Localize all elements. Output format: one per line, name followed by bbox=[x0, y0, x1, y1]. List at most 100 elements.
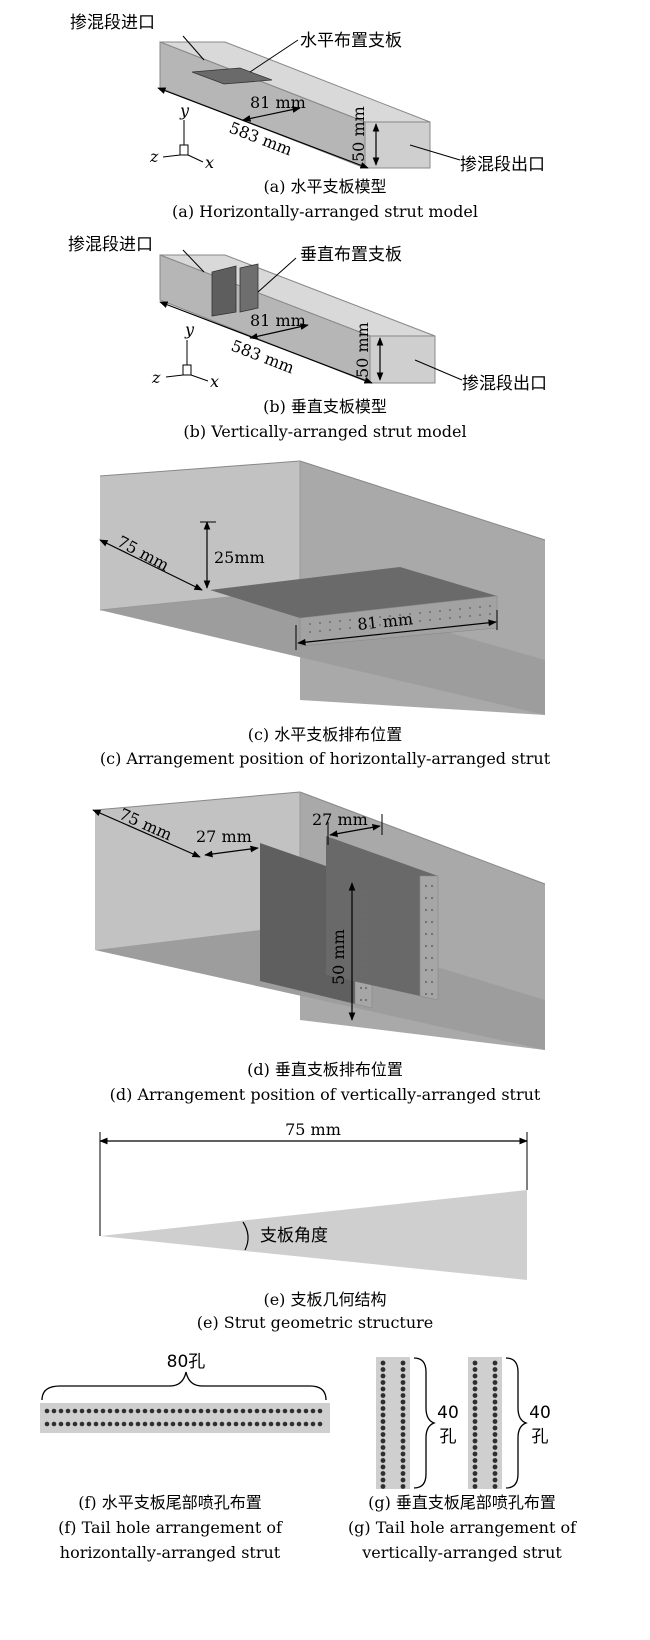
axis-x-a: x bbox=[205, 153, 214, 172]
axis-z-b: z bbox=[151, 368, 161, 387]
tail-hole-g bbox=[492, 1477, 498, 1483]
tail-hole-g bbox=[380, 1373, 386, 1379]
tail-hole-g bbox=[400, 1438, 406, 1444]
tail-hole-f bbox=[212, 1421, 218, 1427]
tail-hole-g bbox=[472, 1380, 478, 1385]
tail-hole-g bbox=[400, 1445, 406, 1450]
vertical-strut-d2-tail bbox=[419, 875, 439, 1001]
axis-triad-a bbox=[162, 120, 204, 163]
tail-hole-f bbox=[289, 1421, 295, 1427]
tail-hole-g bbox=[400, 1484, 406, 1489]
tail-hole-g bbox=[400, 1399, 406, 1405]
tail-hole-g bbox=[472, 1360, 478, 1366]
dim-81-b: 81 mm bbox=[250, 311, 306, 330]
caption-en-c: (c) Arrangement position of horizontally… bbox=[100, 749, 551, 768]
tail-hole-f bbox=[212, 1408, 218, 1414]
tail-hole-g bbox=[380, 1484, 386, 1489]
tail-hole-f bbox=[296, 1421, 302, 1427]
tail-hole-f bbox=[44, 1421, 50, 1427]
tail-hole-g bbox=[400, 1406, 406, 1411]
horizontal-strut-c-top bbox=[210, 567, 497, 618]
tail-hole-f bbox=[93, 1421, 99, 1427]
tail-hole-g bbox=[380, 1406, 386, 1411]
tail-hole-g bbox=[492, 1438, 498, 1444]
tail-hole-g bbox=[472, 1367, 478, 1372]
tail-hole-f bbox=[233, 1408, 239, 1414]
tail-hole-g bbox=[380, 1380, 386, 1385]
tail-hole-f bbox=[100, 1421, 106, 1427]
tail-hole-f bbox=[163, 1421, 169, 1427]
tail-hole-f bbox=[128, 1408, 134, 1414]
tail-hole-f bbox=[275, 1421, 281, 1427]
label-angle-e: 支板角度 bbox=[260, 1226, 328, 1246]
caption-en-a: (a) Horizontally-arranged strut model bbox=[172, 202, 478, 221]
tail-hole-g bbox=[492, 1425, 498, 1431]
tail-hole-g bbox=[472, 1438, 478, 1444]
tail-hole-g bbox=[380, 1412, 386, 1418]
tail-hole-f bbox=[247, 1408, 253, 1414]
panel-b: 掺混段进口 垂直布置支板 掺混段出口 81 mm 583 mm 50 mm y … bbox=[68, 235, 547, 441]
tail-hole-f bbox=[177, 1421, 183, 1427]
tail-hole-f bbox=[170, 1421, 176, 1427]
tail-hole-f bbox=[156, 1421, 162, 1427]
panel-f: 80孔 (f) 水平支板尾部喷孔布置 (f) Tail hole arrange… bbox=[40, 1352, 330, 1562]
tail-hole-g bbox=[492, 1360, 498, 1366]
caption-cn-b: (b) 垂直支板模型 bbox=[263, 397, 387, 416]
tail-holes-g bbox=[380, 1360, 498, 1489]
tail-hole-f bbox=[310, 1421, 316, 1427]
label-inlet-a: 掺混段进口 bbox=[70, 13, 155, 33]
tail-hole-f bbox=[100, 1408, 106, 1414]
tail-hole-f bbox=[149, 1421, 155, 1427]
tail-hole-g bbox=[400, 1458, 406, 1463]
tail-hole-f bbox=[198, 1421, 204, 1427]
tail-hole-g bbox=[400, 1477, 406, 1483]
tail-hole-f bbox=[79, 1421, 85, 1427]
tail-hole-g bbox=[400, 1471, 406, 1476]
tail-hole-f bbox=[142, 1421, 148, 1427]
dim-81-a: 81 mm bbox=[250, 93, 306, 112]
horizontal-strut-a bbox=[191, 67, 273, 85]
dim-50-a: 50 mm bbox=[349, 106, 368, 162]
tail-hole-f bbox=[268, 1421, 274, 1427]
holes-chr-g2: 孔 bbox=[532, 1427, 549, 1447]
tail-holes-d bbox=[359, 884, 434, 1002]
tail-hole-f bbox=[303, 1408, 309, 1414]
vertical-strut-b1 bbox=[211, 265, 237, 317]
caption-en2-g: vertically-arranged strut bbox=[361, 1543, 562, 1562]
tail-hole-g bbox=[492, 1432, 498, 1437]
tail-hole-g bbox=[380, 1367, 386, 1372]
dim-27a-d: 27 mm bbox=[196, 827, 252, 846]
tail-hole-f bbox=[65, 1408, 71, 1414]
tail-hole-f bbox=[65, 1421, 71, 1427]
label-outlet-a: 掺混段出口 bbox=[460, 155, 545, 175]
tail-hole-g bbox=[492, 1373, 498, 1379]
brace-g2 bbox=[505, 1357, 528, 1489]
tail-hole-f bbox=[51, 1421, 57, 1427]
tail-hole-f bbox=[310, 1408, 316, 1414]
tail-hole-g bbox=[380, 1393, 386, 1398]
tail-hole-g bbox=[472, 1471, 478, 1476]
tail-hole-f bbox=[114, 1408, 120, 1414]
tail-hole-f bbox=[275, 1408, 281, 1414]
tail-hole-g bbox=[380, 1360, 386, 1366]
label-strut-b: 垂直布置支板 bbox=[300, 245, 402, 265]
tail-hole-g bbox=[400, 1393, 406, 1398]
tail-hole-f bbox=[135, 1421, 141, 1427]
angle-arc-e bbox=[242, 1221, 249, 1251]
tail-hole-g bbox=[472, 1451, 478, 1457]
tail-hole-g bbox=[400, 1367, 406, 1372]
caption-cn-d: (d) 垂直支板排布位置 bbox=[247, 1060, 403, 1079]
tail-hole-g bbox=[492, 1412, 498, 1418]
dim-line-27a-d bbox=[204, 845, 259, 858]
tail-hole-f bbox=[261, 1421, 267, 1427]
tail-hole-g bbox=[472, 1484, 478, 1489]
tail-hole-f bbox=[44, 1408, 50, 1414]
caption-cn-f: (f) 水平支板尾部喷孔布置 bbox=[78, 1493, 262, 1512]
tail-hole-g bbox=[492, 1386, 498, 1392]
tail-hole-g bbox=[400, 1412, 406, 1418]
dim-27b-d: 27 mm bbox=[312, 810, 368, 829]
tail-hole-f bbox=[205, 1408, 211, 1414]
strut-wedge-e bbox=[100, 1190, 527, 1280]
tail-hole-f bbox=[107, 1408, 113, 1414]
tail-hole-g bbox=[380, 1471, 386, 1476]
